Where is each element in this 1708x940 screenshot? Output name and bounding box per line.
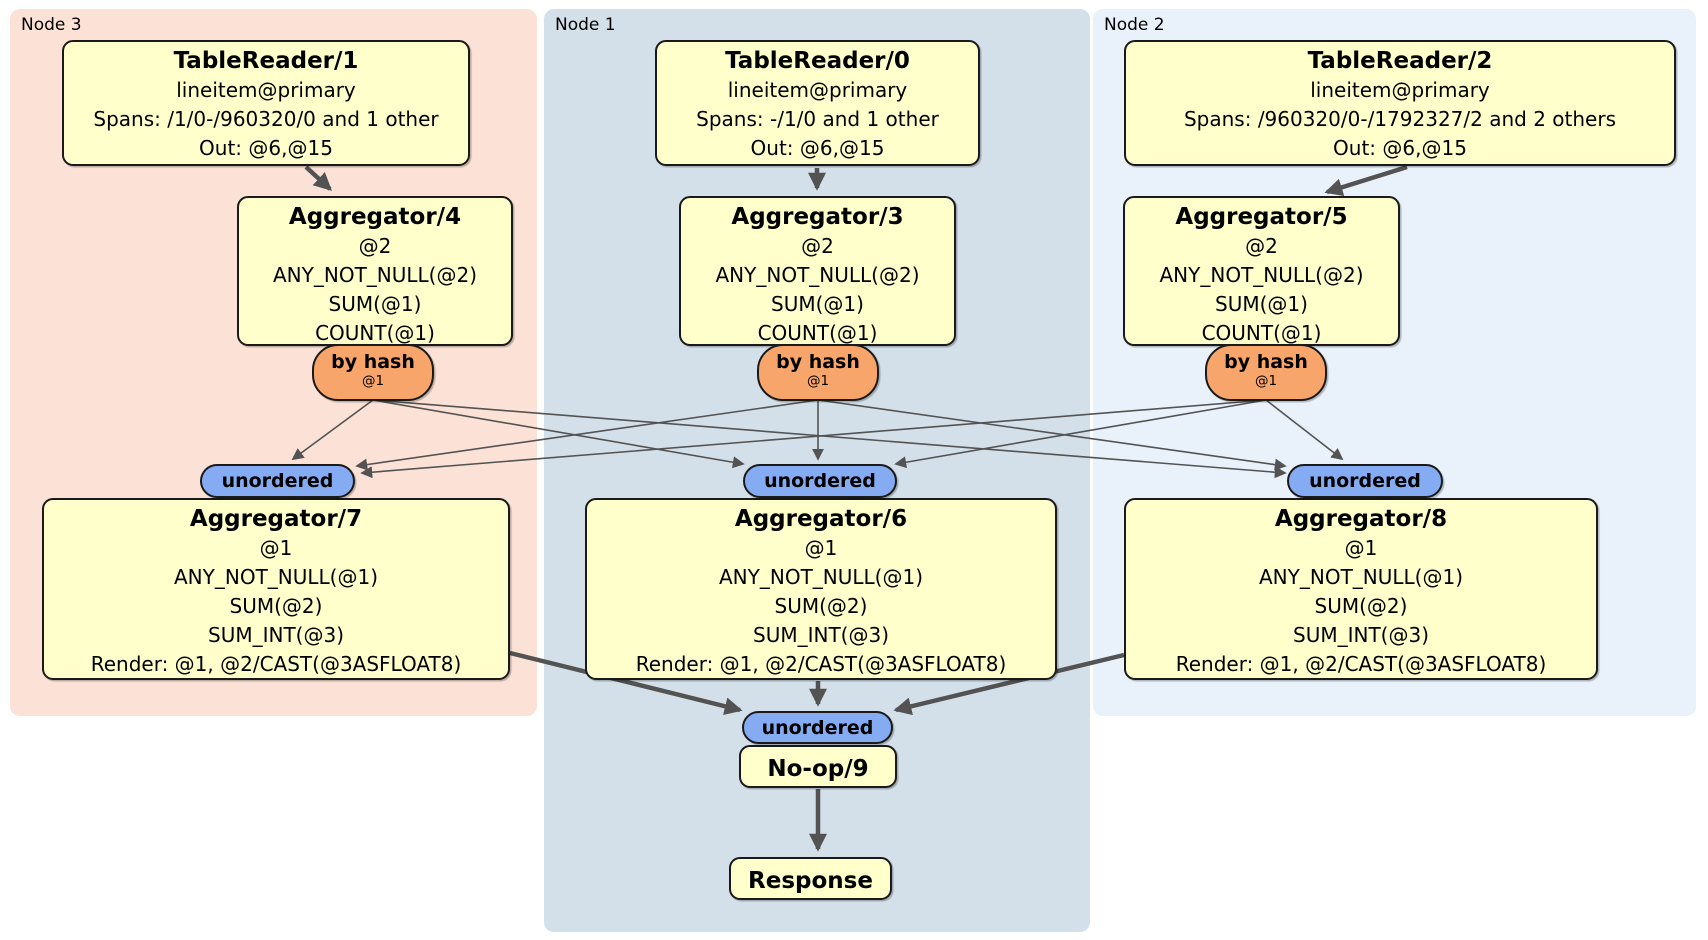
processor-title: Aggregator/5 [1175, 204, 1348, 230]
edge-router5-sync6 [894, 399, 1267, 469]
router-label: by hash [331, 351, 415, 373]
processor-detail: @2 [358, 234, 392, 258]
processor-detail: Spans: /960320/0-/1792327/2 and 2 others [1183, 107, 1616, 131]
processor-tablereader-0: TableReader/0 lineitem@primary Spans: -/… [655, 40, 980, 166]
edge-tablereader1-aggregator4 [304, 165, 332, 191]
processor-detail: @2 [1245, 234, 1278, 258]
processor-tablereader-1: TableReader/1 lineitem@primary Spans: /1… [62, 40, 470, 166]
processor-aggregator-4: Aggregator/4 @2 ANY_NOT_NULL(@2) SUM(@1)… [237, 196, 513, 346]
edge-router4-sync8 [372, 399, 1287, 479]
processor-title: TableReader/2 [1307, 48, 1493, 74]
edge-router5-sync8 [1265, 399, 1344, 461]
processor-detail: COUNT(@1) [315, 321, 435, 345]
processor-detail: SUM_INT(@3) [1293, 623, 1429, 647]
processor-detail: ANY_NOT_NULL(@2) [1159, 263, 1364, 287]
processor-detail: SUM(@2) [1314, 594, 1408, 618]
router-column: @1 [361, 373, 385, 389]
processor-detail: SUM(@1) [771, 292, 864, 316]
sync-unordered-7: unordered [200, 464, 355, 498]
node-2-label: Node 2 [1104, 15, 1165, 35]
sync-unordered-6: unordered [743, 464, 897, 498]
processor-aggregator-5: Aggregator/5 @2 ANY_NOT_NULL(@2) SUM(@1)… [1123, 196, 1400, 346]
processor-title: Response [748, 868, 873, 894]
edge-router3-sync8 [817, 399, 1287, 471]
processor-detail: ANY_NOT_NULL(@1) [1259, 565, 1463, 589]
edge-router3-sync7 [355, 399, 819, 471]
processor-title: TableReader/0 [725, 48, 910, 74]
edge-tablereader2-aggregator5 [1324, 164, 1408, 197]
router-by-hash-4: by hash @1 [312, 344, 434, 401]
sync-unordered-final: unordered [742, 711, 893, 744]
processor-aggregator-7: Aggregator/7 @1 ANY_NOT_NULL(@1) SUM(@2)… [42, 498, 510, 680]
processor-detail: ANY_NOT_NULL(@2) [273, 263, 477, 287]
processor-detail: @2 [801, 234, 834, 258]
processor-noop-9: No-op/9 [739, 745, 897, 788]
processor-title: Aggregator/3 [731, 204, 904, 230]
router-by-hash-3: by hash @1 [757, 344, 879, 401]
processor-detail: Spans: /1/0-/960320/0 and 1 other [93, 107, 439, 131]
processor-detail: @1 [1344, 536, 1378, 560]
processor-detail: ANY_NOT_NULL(@1) [719, 565, 923, 589]
edge-router5-sync7 [360, 399, 1267, 479]
router-label: by hash [776, 351, 860, 373]
processor-detail: lineitem@primary [176, 78, 356, 102]
router-column: @1 [1254, 373, 1278, 389]
processor-title: No-op/9 [767, 756, 869, 782]
processor-detail: Out: @6,@15 [199, 136, 333, 160]
processor-detail: SUM(@1) [1215, 292, 1308, 316]
processor-detail: SUM_INT(@3) [753, 623, 889, 647]
processor-detail: lineitem@primary [1310, 78, 1490, 102]
processor-detail: Render: @1, @2/CAST(@3ASFLOAT8) [90, 652, 462, 676]
processor-detail: SUM(@2) [774, 594, 868, 618]
processor-title: Aggregator/4 [288, 204, 462, 230]
router-by-hash-5: by hash @1 [1205, 344, 1327, 401]
processor-title: Aggregator/8 [1274, 506, 1448, 532]
processor-detail: Render: @1, @2/CAST(@3ASFLOAT8) [635, 652, 1007, 676]
processor-aggregator-3: Aggregator/3 @2 ANY_NOT_NULL(@2) SUM(@1)… [679, 196, 956, 346]
processor-detail: lineitem@primary [727, 78, 908, 102]
processor-detail: Out: @6,@15 [750, 136, 885, 160]
processor-aggregator-6: Aggregator/6 @1 ANY_NOT_NULL(@1) SUM(@2)… [585, 498, 1057, 680]
sync-label: unordered [221, 470, 334, 492]
processor-detail: @1 [804, 536, 838, 560]
processor-detail: COUNT(@1) [1201, 321, 1322, 345]
sync-label: unordered [764, 470, 876, 492]
edge-aggregator7-final-sync [509, 650, 743, 716]
node-1-label: Node 1 [555, 15, 616, 35]
processor-detail: COUNT(@1) [757, 321, 878, 345]
processor-detail: SUM_INT(@3) [208, 623, 344, 647]
processor-title: Aggregator/6 [734, 506, 908, 532]
processor-detail: ANY_NOT_NULL(@2) [715, 263, 920, 287]
processor-detail: SUM(@2) [229, 594, 323, 618]
edge-aggregator8-final-sync [893, 652, 1125, 716]
sync-label: unordered [1309, 470, 1421, 492]
processor-detail: @1 [259, 536, 293, 560]
router-label: by hash [1224, 351, 1308, 373]
processor-detail: Out: @6,@15 [1333, 136, 1467, 160]
processor-aggregator-8: Aggregator/8 @1 ANY_NOT_NULL(@1) SUM(@2)… [1124, 498, 1598, 680]
processor-response: Response [729, 857, 892, 900]
processor-title: Aggregator/7 [189, 506, 363, 532]
processor-title: TableReader/1 [173, 48, 359, 74]
sync-unordered-8: unordered [1287, 464, 1443, 498]
processor-tablereader-2: TableReader/2 lineitem@primary Spans: /9… [1124, 40, 1676, 166]
processor-detail: Spans: -/1/0 and 1 other [696, 107, 939, 131]
processor-detail: SUM(@1) [328, 292, 422, 316]
processor-detail: Render: @1, @2/CAST(@3ASFLOAT8) [1175, 652, 1547, 676]
edge-router4-sync7 [291, 399, 374, 461]
edge-router4-sync6 [372, 399, 745, 469]
processor-detail: ANY_NOT_NULL(@1) [174, 565, 378, 589]
node-3-label: Node 3 [21, 15, 82, 35]
router-column: @1 [806, 373, 830, 389]
sync-label: unordered [761, 716, 874, 739]
